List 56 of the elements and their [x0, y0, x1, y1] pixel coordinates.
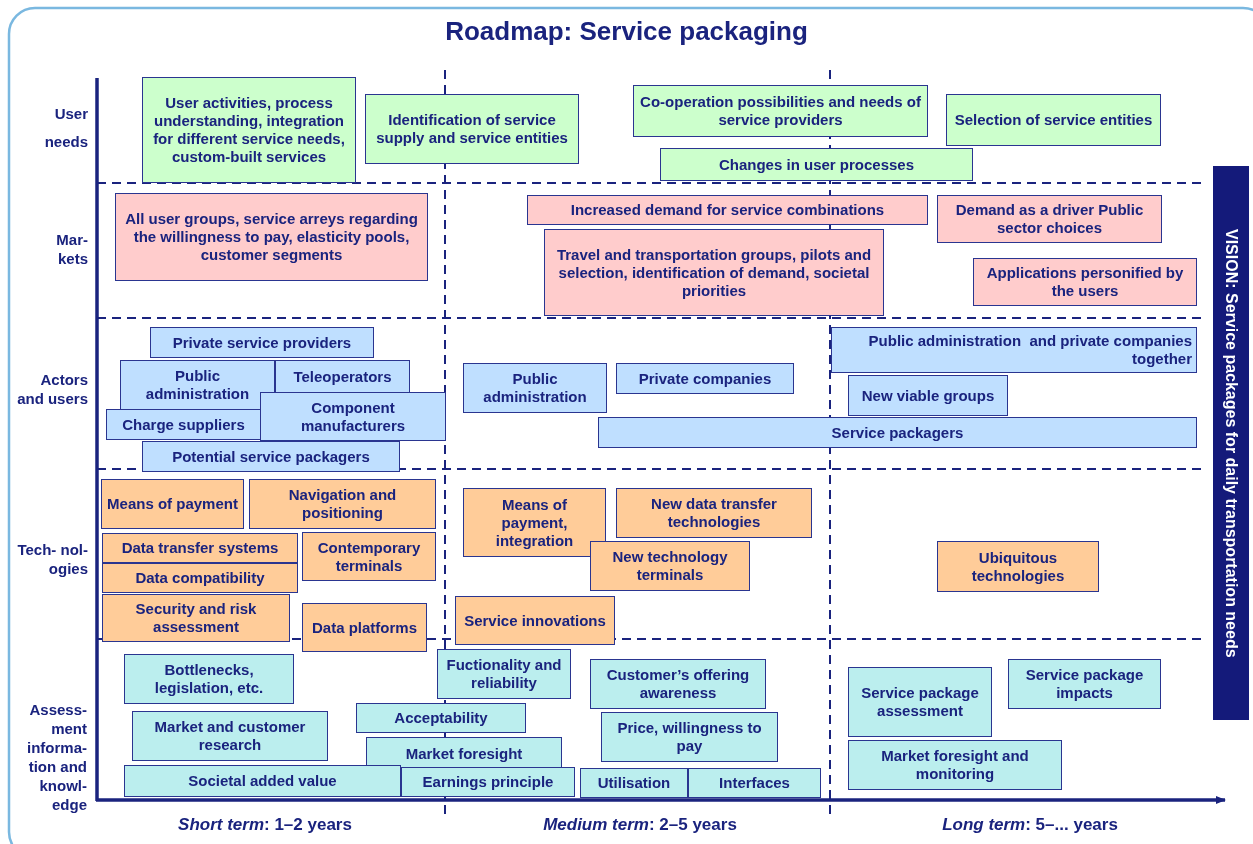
roadmap-item-box: Public administration: [120, 360, 275, 410]
roadmap-item-box: Ubiquitous technologies: [937, 541, 1099, 592]
roadmap-item-box: Increased demand for service combinations: [527, 195, 928, 225]
roadmap-item-box: New technology terminals: [590, 541, 750, 591]
roadmap-item-box: Charge suppliers: [106, 409, 261, 440]
roadmap-item-box: Public administration and private companies together: [831, 327, 1197, 373]
roadmap-item-box: Private service providers: [150, 327, 374, 358]
title: Roadmap: Service packaging: [444, 16, 809, 47]
roadmap-item-box: Changes in user processes: [660, 148, 973, 181]
roadmap-item-box: Data compatibility: [102, 563, 298, 593]
roadmap-item-box: Societal added value: [124, 765, 401, 797]
roadmap-item-box: Applications personified by the users: [973, 258, 1197, 306]
roadmap-item-box: Earnings principle: [401, 767, 575, 797]
roadmap-item-box: All user groups, service arreys regarding the willingness to pay, elasticity pools, customer segments: [115, 193, 428, 281]
row-label: Assess- ment informa- tion and knowl- edge: [26, 700, 87, 814]
roadmap-item-box: Customer’s offering awareness: [590, 659, 766, 709]
roadmap-item-box: Bottlenecks, legislation, etc.: [124, 654, 294, 704]
roadmap-item-box: Market and customer research: [132, 711, 328, 761]
roadmap-item-box: Means of payment: [101, 479, 244, 529]
roadmap-item-box: Service innovations: [455, 596, 615, 645]
roadmap-item-box: Identification of service supply and service entities: [365, 94, 579, 164]
roadmap-item-box: Service package impacts: [1008, 659, 1161, 709]
row-label: User needs: [43, 104, 88, 152]
roadmap-item-box: New viable groups: [848, 375, 1008, 416]
roadmap-item-box: Interfaces: [688, 768, 821, 798]
roadmap-item-box: Service packagers: [598, 417, 1197, 448]
vision-banner: VISION: Service packages for daily transportation needs: [1213, 166, 1249, 720]
roadmap-item-box: Public administration: [463, 363, 607, 413]
roadmap-item-box: Data platforms: [302, 603, 427, 652]
roadmap-item-box: Demand as a driver Public sector choices: [937, 195, 1162, 243]
row-label: Actors and users: [16, 370, 88, 408]
roadmap-item-box: Component manufacturers: [260, 392, 446, 441]
roadmap-item-box: Data transfer systems: [102, 533, 298, 563]
column-label: Medium term: 2–5 years: [542, 815, 738, 835]
roadmap-item-box: User activities, process understanding, integration for different service needs, custom-built services: [142, 77, 356, 183]
roadmap-item-box: Private companies: [616, 363, 794, 394]
roadmap-item-box: New data transfer technologies: [616, 488, 812, 538]
row-label: Mar- kets: [55, 230, 88, 268]
column-label: Long term: 5–... years: [941, 815, 1119, 835]
roadmap-item-box: Selection of service entities: [946, 94, 1161, 146]
roadmap-item-box: Fuctionality and reliability: [437, 649, 571, 699]
roadmap-item-box: Travel and transportation groups, pilots and selection, identification of demand, societal priorities: [544, 229, 884, 316]
row-label: Tech- nol- ogies: [16, 540, 88, 578]
roadmap-item-box: Service package assessment: [848, 667, 992, 737]
roadmap-item-box: Co-operation possibilities and needs of service providers: [633, 85, 928, 137]
roadmap-item-box: Market foresight and monitoring: [848, 740, 1062, 790]
roadmap-item-box: Price, willingness to pay: [601, 712, 778, 762]
column-label: Short term: 1–2 years: [177, 815, 353, 835]
roadmap-item-box: Utilisation: [580, 768, 688, 798]
roadmap-item-box: Security and risk assessment: [102, 594, 290, 642]
roadmap-item-box: Acceptability: [356, 703, 526, 733]
roadmap-item-box: Navigation and positioning: [249, 479, 436, 529]
roadmap-item-box: Teleoperators: [275, 360, 410, 393]
roadmap-item-box: Means of payment, integration: [463, 488, 606, 557]
roadmap-item-box: Potential service packagers: [142, 441, 400, 472]
roadmap-item-box: Contemporary terminals: [302, 532, 436, 581]
